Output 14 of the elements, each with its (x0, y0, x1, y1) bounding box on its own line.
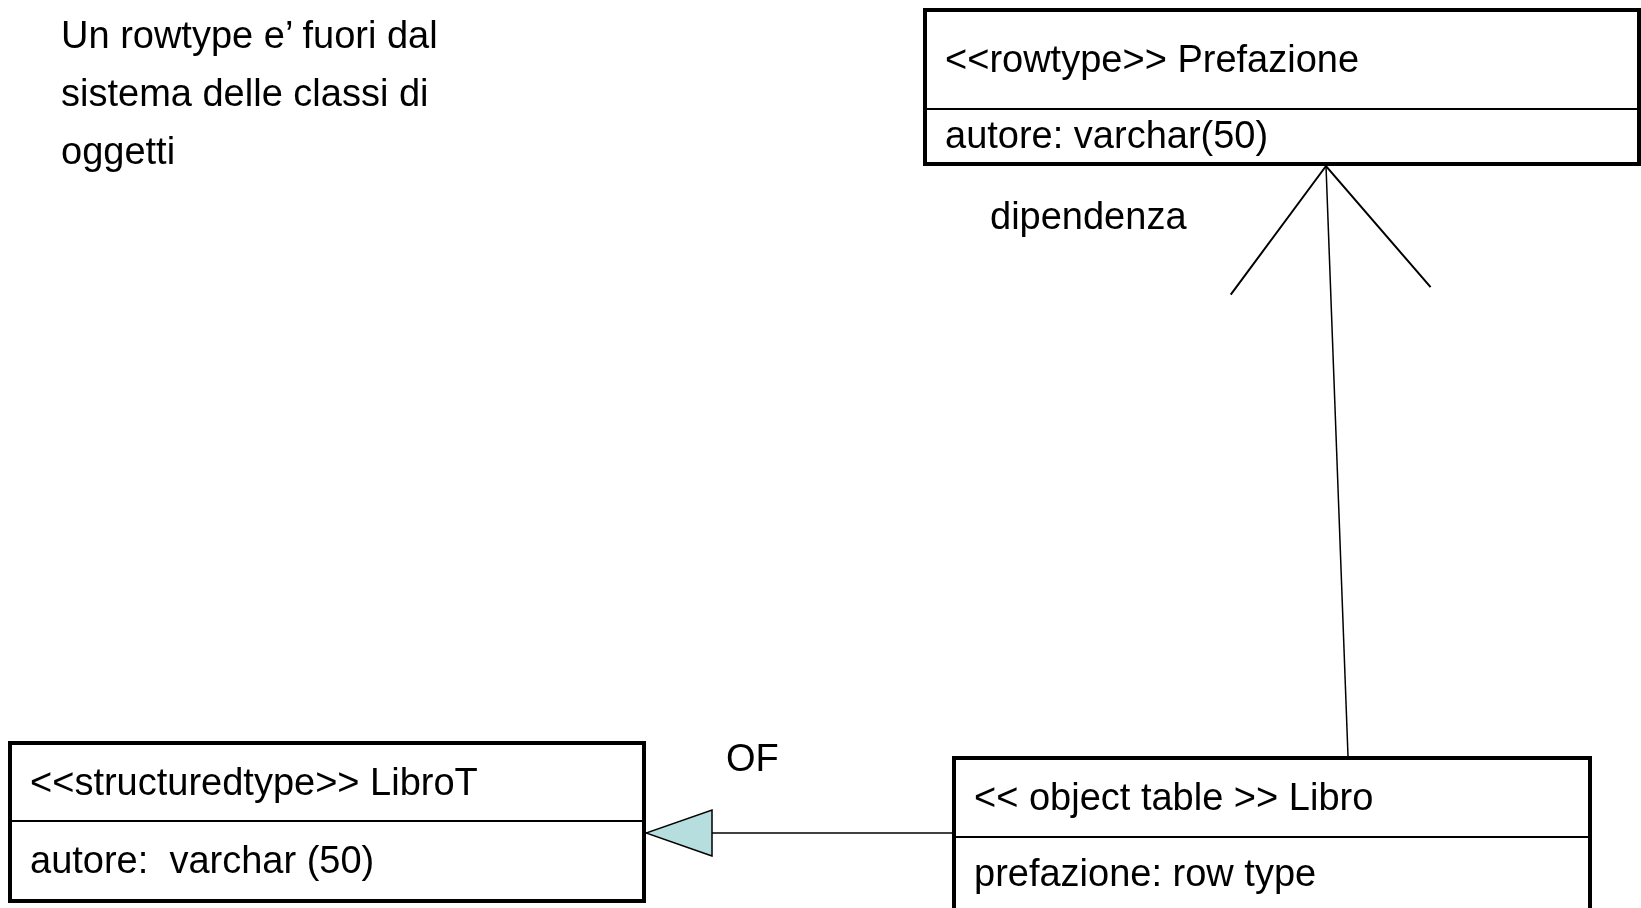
class-name: <<rowtype>> Prefazione (945, 39, 1360, 81)
uml-class-box (8, 741, 646, 903)
uml-class-box (952, 756, 1592, 908)
class-attribute: prefazione: row type (974, 853, 1317, 895)
note-text: Un rowtype e’ fuori dal sistema delle classi di oggetti (61, 13, 439, 174)
class-attribute: autore: varchar (50) (30, 839, 375, 882)
edge-label: OF (726, 738, 779, 780)
edge-label: dipendenza (990, 196, 1187, 238)
class-name: <<structuredtype>> LibroT (30, 761, 478, 804)
class-name: << object table >> Libro (974, 777, 1374, 819)
class-attribute: autore: varchar(50) (945, 115, 1269, 157)
generalization-arrow (645, 809, 953, 857)
uml-class-box (923, 8, 1641, 166)
dependency-arrow (1229, 165, 1432, 757)
